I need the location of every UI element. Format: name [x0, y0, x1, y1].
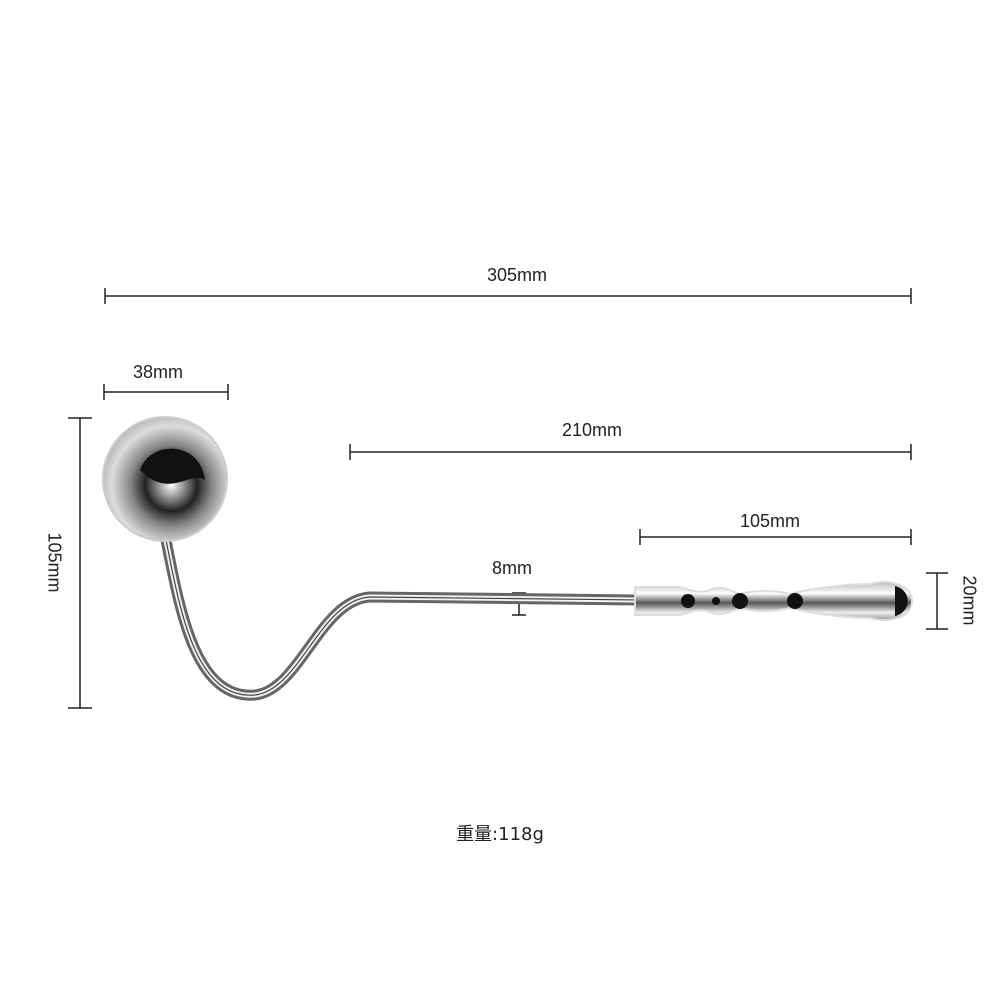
ball-diameter-label: 38mm — [133, 362, 184, 382]
dimension-line-shaft — [349, 444, 912, 460]
weight-label: 重量:118g — [456, 824, 544, 845]
total-length-label: 305mm — [487, 265, 548, 285]
rod-diameter-label: 8mm — [492, 558, 532, 578]
dimension-line-ball — [103, 384, 229, 400]
handle — [634, 580, 914, 622]
shaft-length-label: 210mm — [562, 420, 623, 440]
height-label: 105mm — [44, 532, 65, 593]
dimension-line-total-length — [104, 288, 912, 304]
dimension-line-height — [68, 417, 92, 709]
hook-rod — [160, 538, 641, 701]
handle-length-label: 105mm — [740, 511, 801, 531]
dimension-line-handle — [639, 529, 912, 545]
dimension-line-handle-diameter — [926, 572, 948, 630]
handle-diameter-label: 20mm — [959, 575, 980, 626]
ball — [102, 416, 228, 542]
